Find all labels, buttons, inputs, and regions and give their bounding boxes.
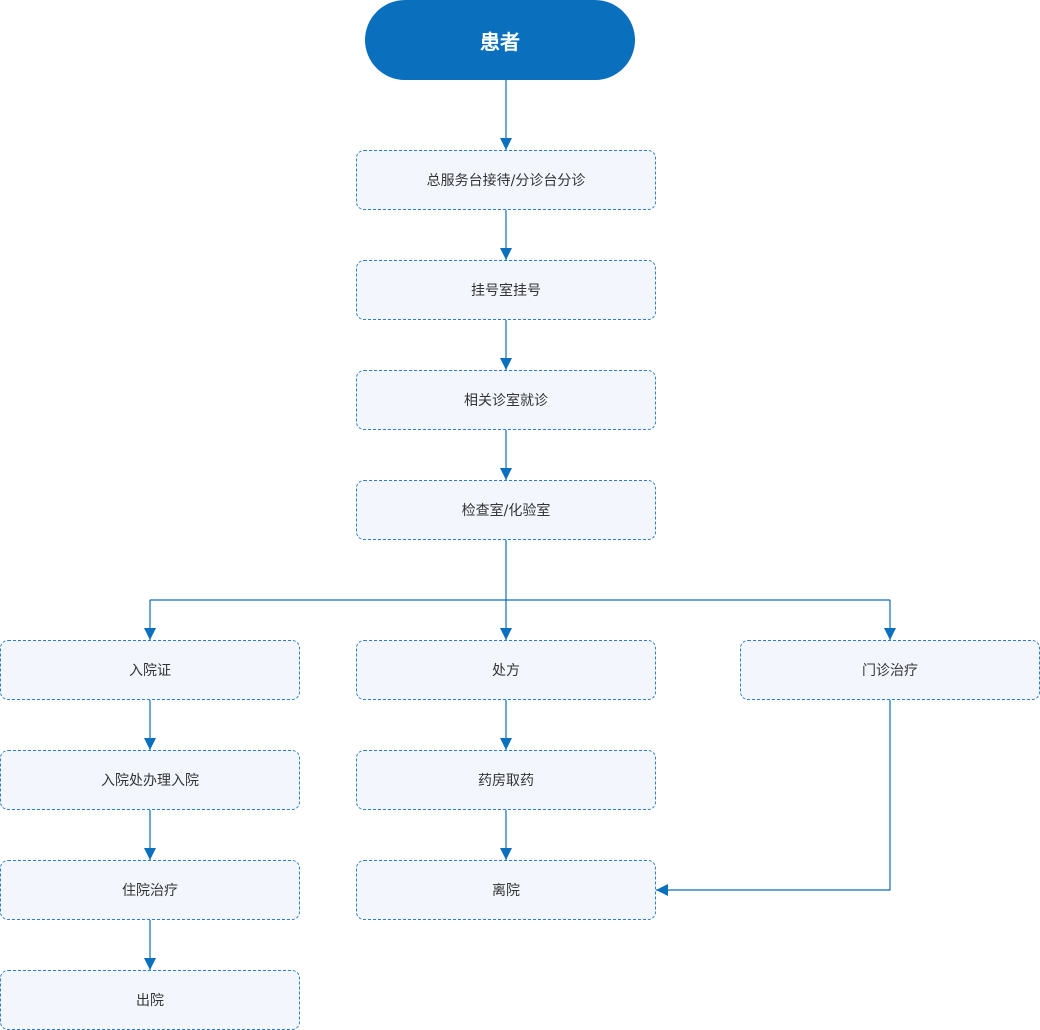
step-reception-label: 总服务台接待/分诊台分诊 (426, 173, 586, 189)
step-prescription: 处方 (356, 640, 656, 700)
step-admission-certificate-label: 入院证 (129, 663, 171, 679)
step-admission-office-label: 入院处办理入院 (101, 773, 199, 789)
step-outpatient-treatment-label: 门诊治疗 (862, 663, 918, 679)
step-discharge: 出院 (0, 970, 300, 1030)
step-reception: 总服务台接待/分诊台分诊 (356, 150, 656, 210)
step-inpatient-treatment: 住院治疗 (0, 860, 300, 920)
step-leave-hospital: 离院 (356, 860, 656, 920)
step-prescription-label: 处方 (492, 663, 520, 679)
step-pharmacy-label: 药房取药 (478, 773, 534, 789)
step-inpatient-treatment-label: 住院治疗 (122, 883, 178, 899)
step-registration-label: 挂号室挂号 (471, 283, 541, 299)
arrow-outpatient-treatment-to-leave-hospital (656, 700, 891, 896)
step-pharmacy: 药房取药 (356, 750, 656, 810)
step-registration: 挂号室挂号 (356, 260, 656, 320)
step-consultation: 相关诊室就诊 (356, 370, 656, 430)
step-discharge-label: 出院 (136, 993, 164, 1009)
start-node-patient: 患者 (365, 0, 635, 80)
start-node-label: 患者 (480, 29, 520, 54)
step-examination: 检查室/化验室 (356, 480, 656, 540)
step-admission-certificate: 入院证 (0, 640, 300, 700)
step-admission-office: 入院处办理入院 (0, 750, 300, 810)
step-outpatient-treatment: 门诊治疗 (740, 640, 1040, 700)
step-consultation-label: 相关诊室就诊 (464, 393, 548, 409)
step-leave-hospital-label: 离院 (492, 883, 520, 899)
step-examination-label: 检查室/化验室 (461, 503, 551, 519)
